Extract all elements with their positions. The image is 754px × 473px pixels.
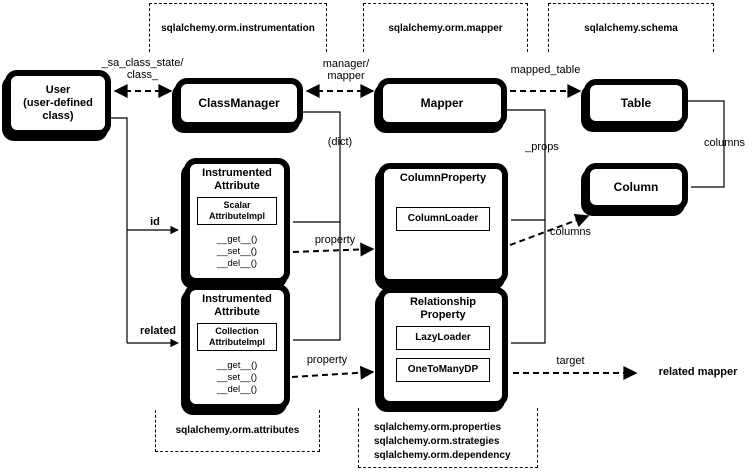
edge-label-target: target xyxy=(556,355,585,367)
node-user-line3: class) xyxy=(42,109,74,122)
node-column-label: Column xyxy=(613,180,659,194)
package-mapper-label: sqlalchemy.orm.mapper xyxy=(388,22,503,34)
node-instrumented-attribute-collection: Instrumented Attribute Collection Attrib… xyxy=(184,284,290,410)
dashed-connector-group xyxy=(113,84,638,380)
title-line: Property xyxy=(420,309,466,321)
onetomanydp-label: OneToManyDP xyxy=(407,364,479,375)
onetomanydp-box: OneToManyDP xyxy=(396,358,490,382)
property-scalar-arrow xyxy=(292,242,375,257)
edge-label-columns-table: columns xyxy=(704,137,745,149)
edge-label-manager-mapper: manager/ mapper xyxy=(315,58,377,82)
method-list: __get__() __set__() __del__() xyxy=(190,234,284,270)
user-attributes-connector xyxy=(108,117,128,343)
edge-label-sa-class-state: _sa_class_state/ class_ xyxy=(95,57,190,81)
node-class-manager: ClassManager xyxy=(175,78,303,128)
title-line: Relationship xyxy=(409,296,476,308)
package-attributes-label: sqlalchemy.orm.attributes xyxy=(175,425,300,436)
edge-label-id: id xyxy=(150,216,160,228)
node-class-manager-label: ClassManager xyxy=(198,96,280,110)
title-line: Attribute xyxy=(214,180,260,192)
node-column-property: ColumnProperty ColumnLoader xyxy=(378,163,508,285)
package-schema: sqlalchemy.schema xyxy=(548,3,714,52)
node-mapper: Mapper xyxy=(377,78,507,128)
method-del: __del__() xyxy=(216,258,258,269)
impl-line: Collection xyxy=(215,326,259,336)
node-title: Relationship Property xyxy=(384,296,502,322)
node-mapper-label: Mapper xyxy=(420,96,464,110)
method-get: __get__() xyxy=(216,234,258,245)
columns-property-arrow xyxy=(509,213,590,246)
impl-line: AttributeImpl xyxy=(209,211,265,221)
edge-label-related: related xyxy=(139,325,177,337)
label-line: manager/ xyxy=(322,58,370,70)
columnloader-box: ColumnLoader xyxy=(396,207,490,231)
node-title: ColumnProperty xyxy=(399,172,487,184)
collection-attributeimpl-box: Collection AttributeImpl xyxy=(197,323,277,351)
title-line: Attribute xyxy=(214,306,260,318)
edge-label-property-collection: property xyxy=(306,354,348,366)
node-user-line2: (user-defined xyxy=(23,96,93,109)
method-get: __get__() xyxy=(216,360,258,371)
method-list: __get__() __set__() __del__() xyxy=(190,360,284,396)
lazyloader-box: LazyLoader xyxy=(396,326,490,350)
edge-label-mapped-table: mapped_table xyxy=(510,64,581,76)
node-column: Column xyxy=(584,163,688,211)
mapper-props-connector xyxy=(507,109,546,344)
solid-connector-group xyxy=(108,100,725,348)
node-title: Instrumented Attribute xyxy=(190,293,284,319)
package-mapper: sqlalchemy.orm.mapper xyxy=(363,3,528,52)
node-relationship-property: Relationship Property LazyLoader OneToMa… xyxy=(378,287,508,407)
method-set: __set__() xyxy=(216,246,258,257)
package-schema-label: sqlalchemy.schema xyxy=(584,22,678,34)
label-line: class_ xyxy=(126,69,159,81)
package-attributes: sqlalchemy.orm.attributes xyxy=(155,410,320,452)
node-table-label: Table xyxy=(620,96,652,110)
edge-label-dict: (dict) xyxy=(327,136,353,148)
edge-label-props: _props xyxy=(525,141,559,153)
package-instrumentation: sqlalchemy.orm.instrumentation xyxy=(149,3,327,52)
classmanager-dict-connector xyxy=(293,111,341,341)
edge-label-related-mapper: related mapper xyxy=(658,366,738,378)
method-del: __del__() xyxy=(216,384,258,395)
node-table: Table xyxy=(584,79,688,127)
edge-label-property-scalar: property xyxy=(314,234,356,246)
package-strategies-label: sqlalchemy.orm.strategies xyxy=(374,436,500,447)
node-user: User (user-defined class) xyxy=(5,70,111,136)
table-columns-connector xyxy=(688,100,725,188)
label-line: mapper xyxy=(327,70,365,82)
impl-line: Scalar xyxy=(223,200,251,210)
title-line: Instrumented xyxy=(202,293,272,305)
title-line: Instrumented xyxy=(202,167,272,179)
impl-line: AttributeImpl xyxy=(209,337,265,347)
node-title: Instrumented Attribute xyxy=(190,167,284,193)
package-dependency-label: sqlalchemy.orm.dependency xyxy=(374,450,511,461)
columnloader-label: ColumnLoader xyxy=(407,213,479,224)
scalar-attributeimpl-box: Scalar AttributeImpl xyxy=(197,197,277,225)
label-line: _sa_class_state/ xyxy=(101,57,184,69)
package-instrumentation-label: sqlalchemy.orm.instrumentation xyxy=(161,22,315,34)
edge-label-columns-property: columns xyxy=(550,226,591,238)
method-set: __set__() xyxy=(216,372,258,383)
package-properties: sqlalchemy.orm.properties sqlalchemy.orm… xyxy=(358,408,538,468)
package-properties-label: sqlalchemy.orm.properties xyxy=(374,422,502,433)
node-user-line1: User xyxy=(45,83,71,96)
property-collection-arrow xyxy=(291,365,375,380)
lazyloader-label: LazyLoader xyxy=(415,332,471,343)
node-instrumented-attribute-scalar: Instrumented Attribute Scalar AttributeI… xyxy=(184,158,290,284)
